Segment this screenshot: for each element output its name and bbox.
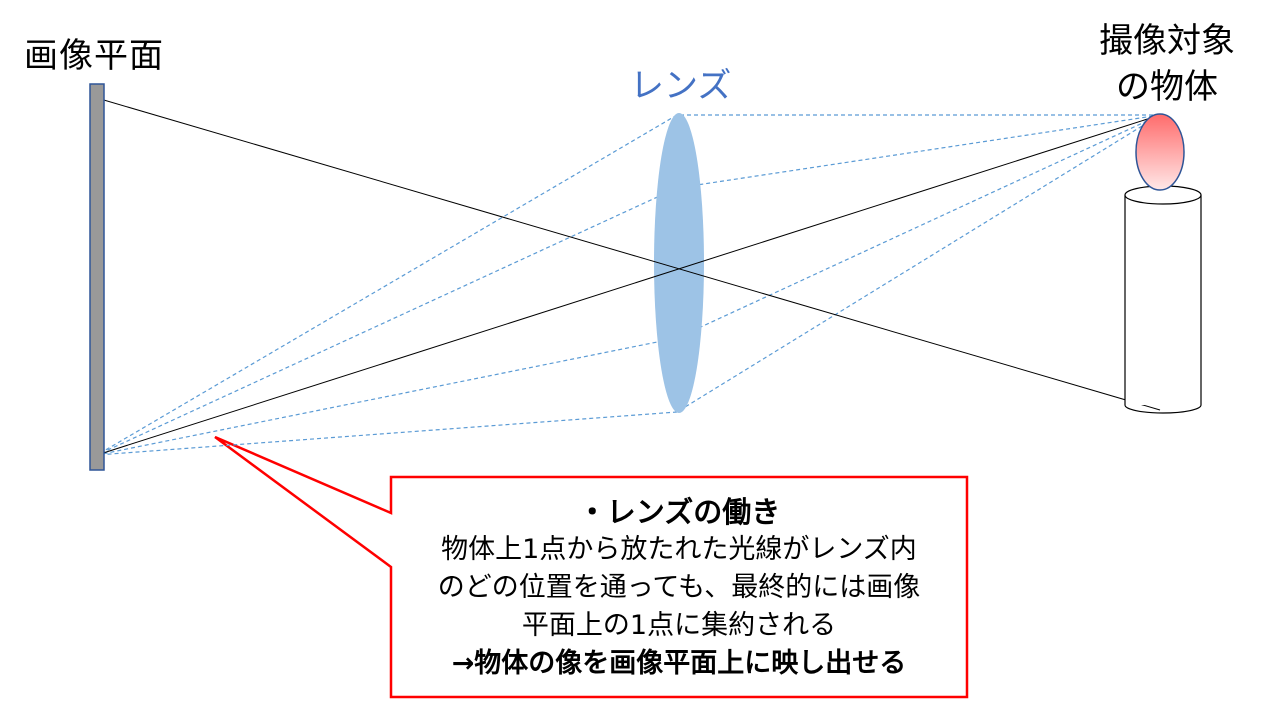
object-label-line1: 撮像対象 — [1099, 21, 1235, 61]
lens-label: レンズ — [630, 66, 732, 106]
ray-lens-lower-to-image — [96, 337, 678, 456]
lens-function-note: ・レンズの働き 物体上1点から放たれた光線がレンズ内 のどの位置を通っても、最終… — [391, 477, 967, 697]
chief-ray-bottom — [96, 97, 1161, 411]
ray-object-to-lens-lower — [676, 114, 1161, 339]
note-line: のどの位置を通っても、最終的には画像 — [437, 572, 921, 603]
note-title: ・レンズの働き — [577, 495, 781, 529]
candle-object — [1124, 113, 1202, 414]
ray-lens-upper-to-image — [96, 187, 678, 456]
image-plane-label: 画像平面 — [24, 36, 164, 76]
candle-body — [1125, 195, 1201, 405]
lens — [654, 113, 704, 413]
chief-ray-top — [96, 114, 1161, 456]
dashed-rays — [96, 114, 1161, 456]
candle-bottom — [1124, 404, 1202, 414]
object-label: 撮像対象 の物体 — [1082, 18, 1252, 110]
ray-lens-top-to-image — [96, 114, 678, 456]
flame — [1135, 113, 1185, 191]
object-label-line2: の物体 — [1116, 67, 1218, 107]
note-line: 平面上の1点に集約される — [521, 610, 837, 641]
image-plane — [89, 83, 105, 471]
note-conclusion: →物体の像を画像平面上に映し出せる — [451, 648, 907, 679]
note-line: 物体上1点から放たれた光線がレンズ内 — [441, 534, 917, 565]
callout-box — [214, 435, 969, 699]
ray-object-to-lens-bottom — [676, 114, 1161, 413]
ray-object-to-lens-upper — [676, 114, 1161, 189]
ray-lens-bottom-to-image — [96, 411, 678, 456]
chief-rays — [96, 97, 1161, 456]
